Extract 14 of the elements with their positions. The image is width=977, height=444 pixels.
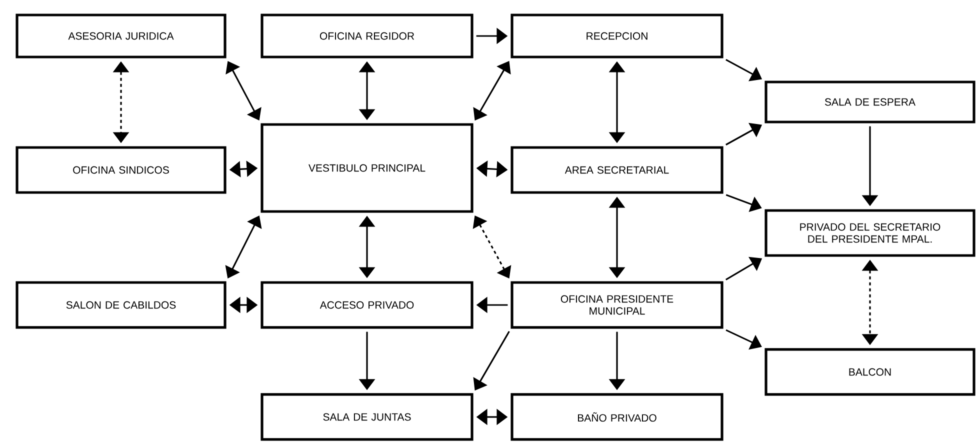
- room-box: SALA DE ESPERA: [764, 80, 976, 124]
- room-box: AREA SECRETARIAL: [510, 146, 724, 194]
- room-box: SALA DE JUNTAS: [260, 393, 474, 441]
- room-box: PRIVADO DEL SECRETARIO DEL PRESIDENTE MPAL.: [764, 209, 976, 257]
- room-box: OFICINA SINDICOS: [16, 146, 226, 194]
- room-box: OFICINA REGIDOR: [260, 14, 474, 58]
- room-box: SALON DE CABILDOS: [16, 281, 226, 329]
- room-box: BALCON: [764, 348, 976, 396]
- room-box: ASESORIA JURIDICA: [16, 14, 226, 58]
- room-box: RECEPCION: [510, 14, 724, 58]
- room-box: BAÑO PRIVADO: [510, 393, 724, 441]
- room-box: VESTIBULO PRINCIPAL: [260, 123, 474, 213]
- room-box: OFICINA PRESIDENTE MUNICIPAL: [510, 281, 724, 329]
- room-box: ACCESO PRIVADO: [260, 281, 474, 329]
